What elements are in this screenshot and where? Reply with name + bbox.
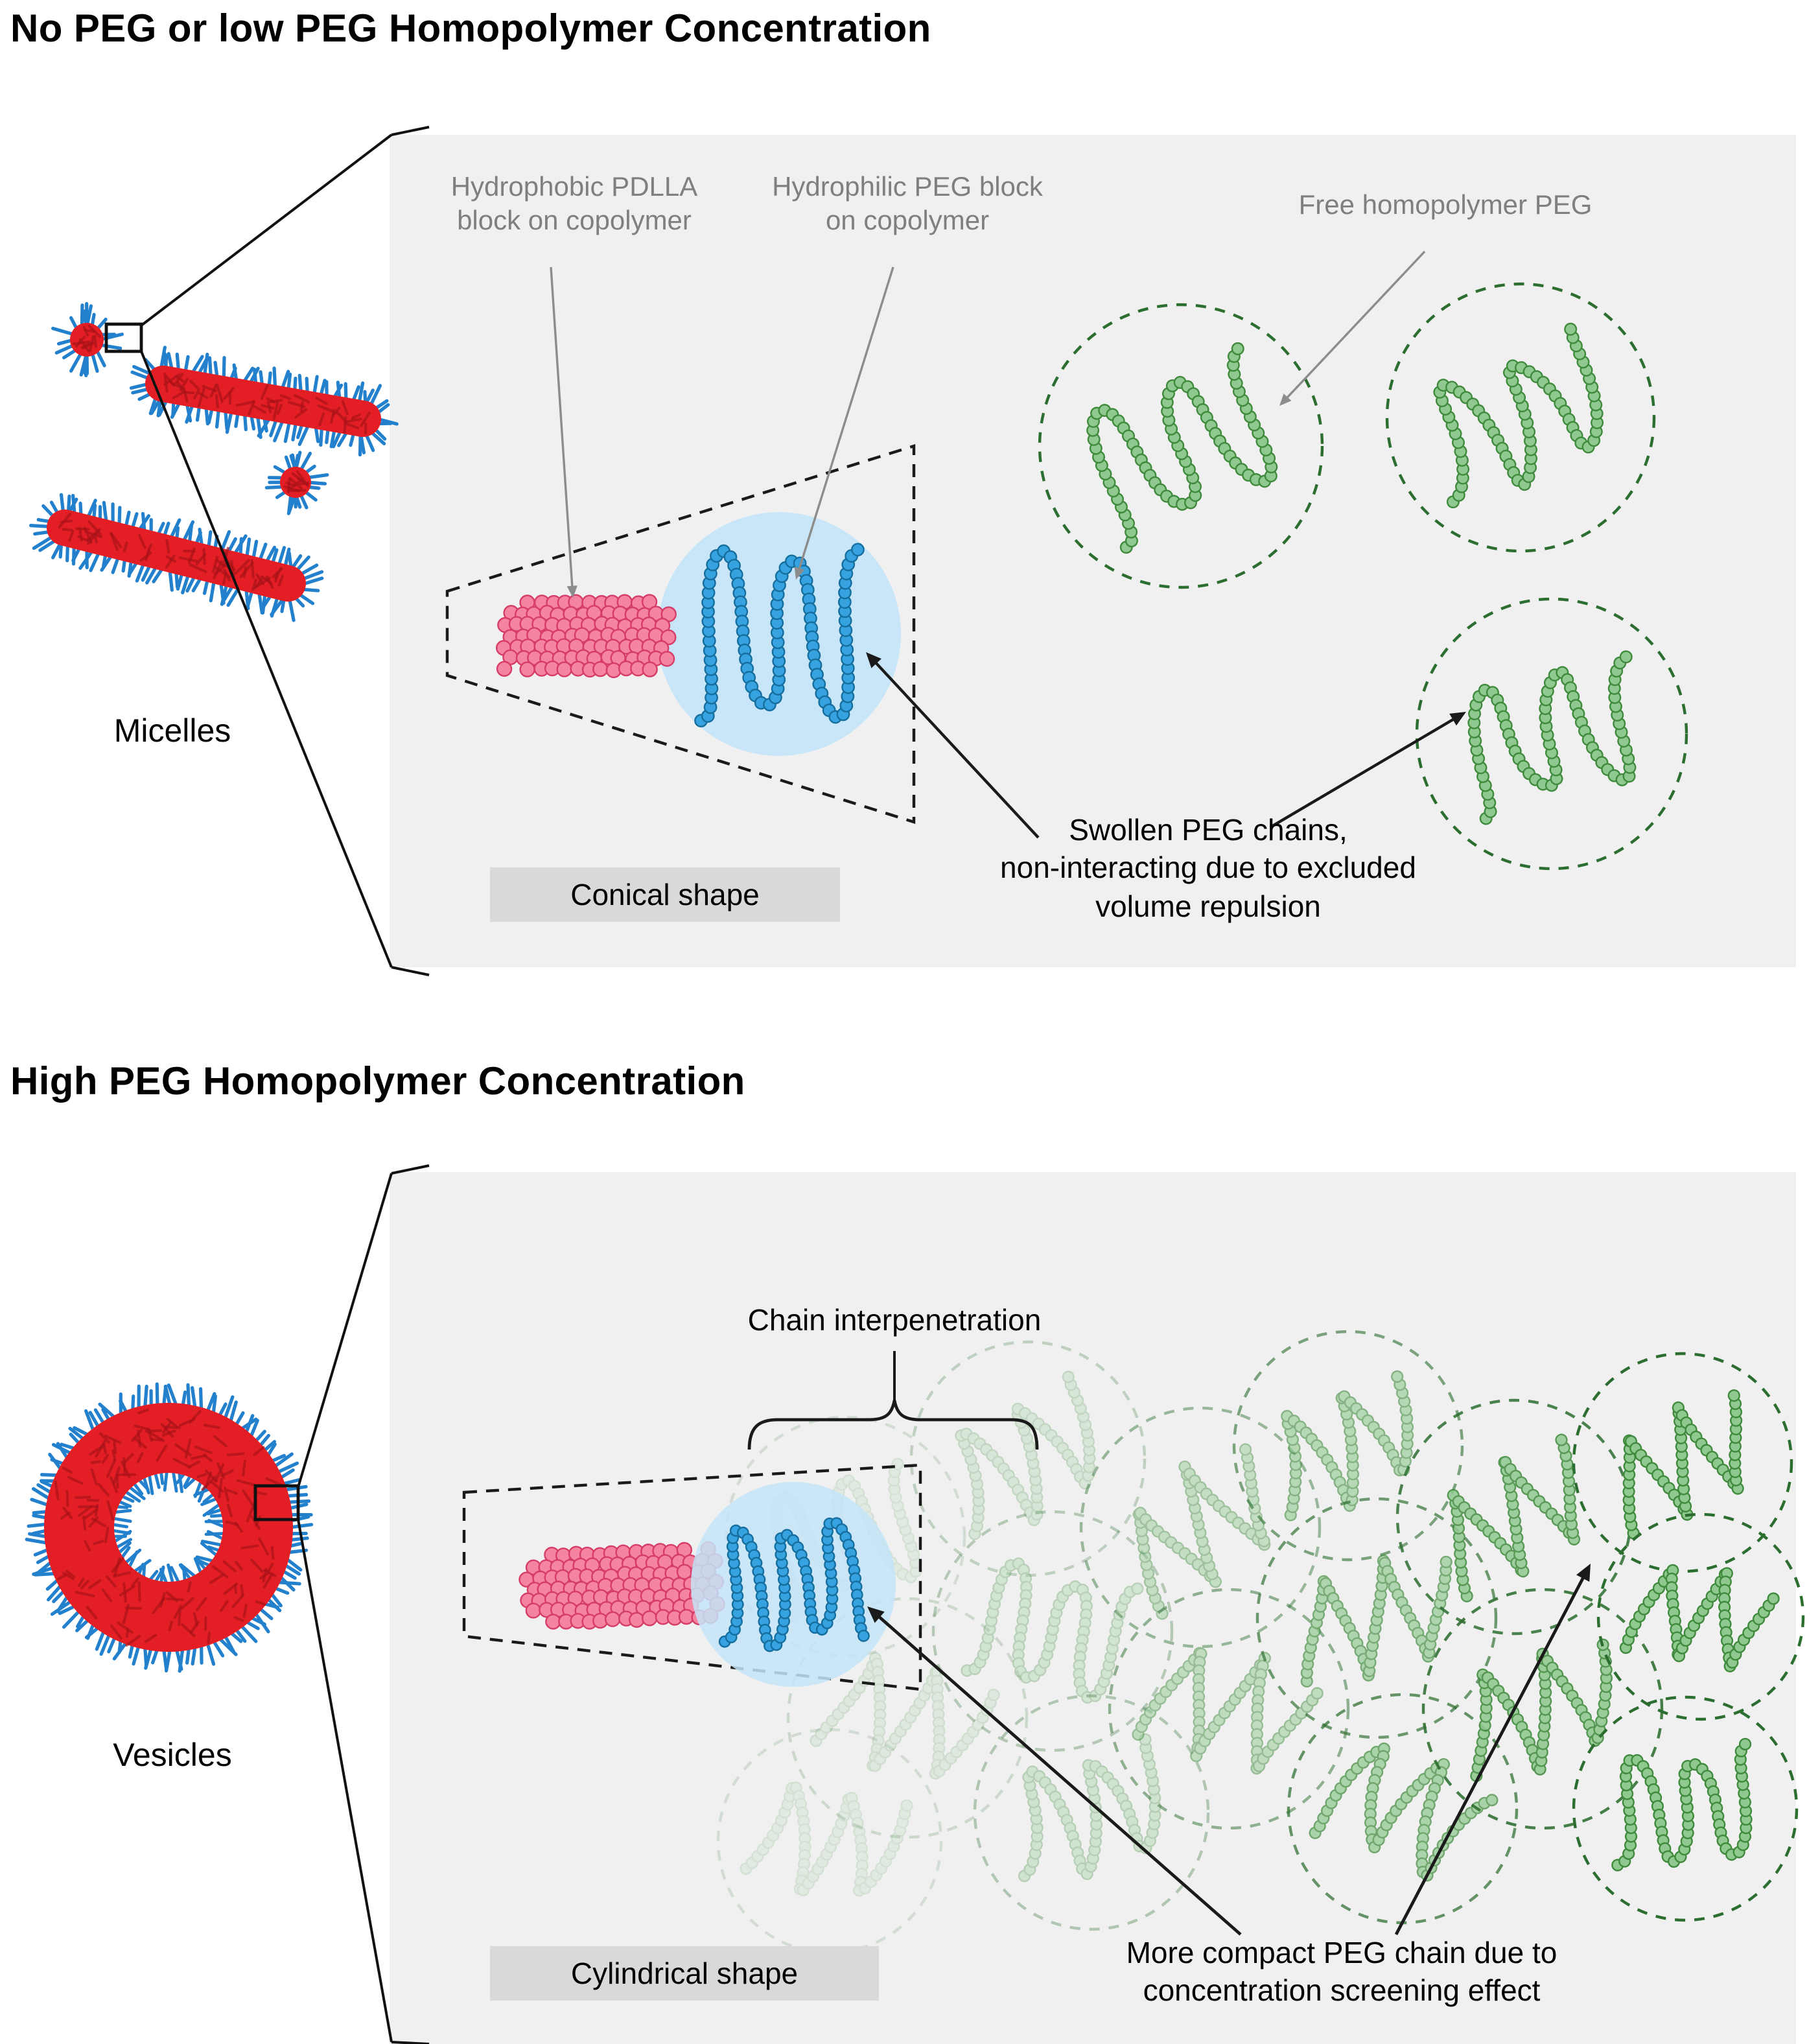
label-free-homopolymer-peg: Free homopolymer PEG [1298, 191, 1592, 220]
vesicle-illustration [25, 1382, 314, 1673]
bottom-panel-content [462, 1330, 1805, 1955]
label-chain-interpenetration: Chain interpenetration [747, 1303, 1042, 1337]
micelles-caption: Micelles [113, 713, 231, 749]
note-swollen-peg-chains: Swollen PEG chains, non-interacting due … [1000, 813, 1416, 923]
conical-shape-label-box: Conical shape [490, 867, 840, 922]
label-hydrophilic-peg-block: Hydrophilic PEG block on copolymer [772, 172, 1043, 237]
note-compact-peg-chain: More compact PEG chain due to concentrat… [1126, 1936, 1558, 2008]
label-hydrophobic-pdlla-block: Hydrophobic PDLLA block on copolymer [450, 172, 698, 237]
zoom-callout-lines [104, 126, 430, 2044]
section-title-top: No PEG or low PEG Homopolymer Concentrat… [10, 8, 931, 51]
micelles-illustration [29, 301, 399, 622]
vesicles-caption: Vesicles [113, 1737, 232, 1774]
top-panel-content [445, 250, 1688, 871]
section-title-bottom: High PEG Homopolymer Concentration [10, 1061, 745, 1103]
top-zoom-panel [390, 135, 1796, 967]
cylindrical-shape-label-box: Cylindrical shape [490, 1946, 879, 2001]
